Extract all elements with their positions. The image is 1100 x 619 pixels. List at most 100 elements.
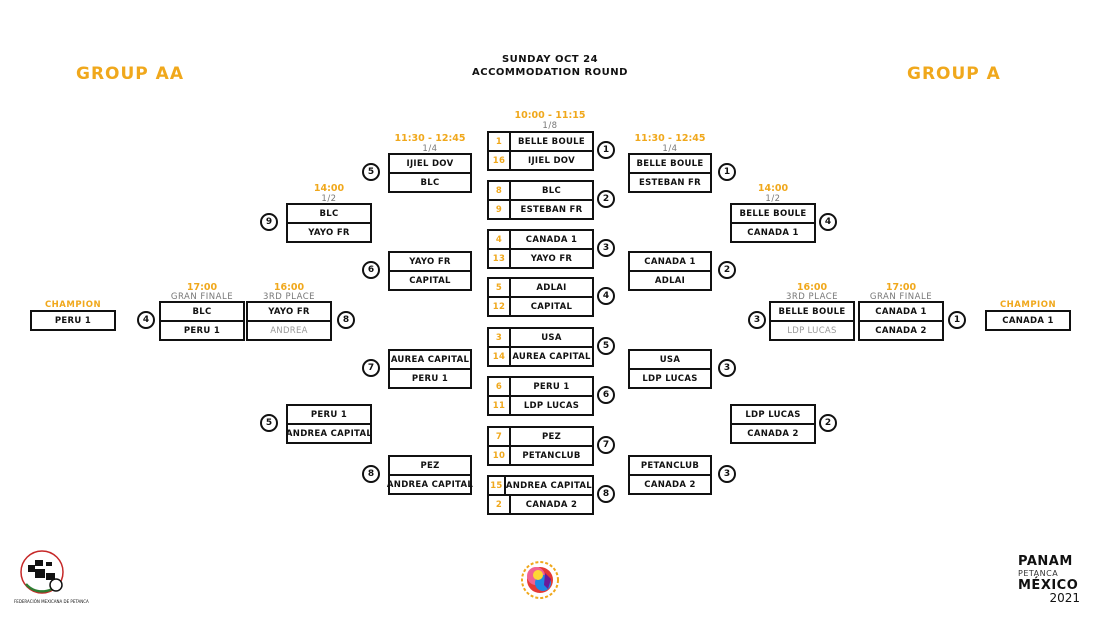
left-qf-time: 11:30 - 12:45	[394, 133, 466, 144]
left-sf-time: 14:00	[313, 183, 345, 194]
match-number: 4	[819, 213, 837, 231]
team-name: CANADA 1	[875, 306, 927, 317]
header-day: SUNDAY OCT 24	[501, 54, 599, 65]
team-name: ADLAI	[630, 270, 710, 289]
team-name: BELLE BOULE	[778, 306, 846, 317]
left-qf-match-3[interactable]: AUREA CAPITAL PERU 1	[388, 349, 472, 389]
right-third-time: 16:00	[796, 282, 828, 293]
team-name: ESTEBAN FR	[630, 172, 710, 191]
team-name: CANADA 1	[525, 234, 578, 245]
team-name: USA	[659, 354, 681, 365]
match-number: 6	[597, 386, 615, 404]
match-number: 3	[748, 311, 766, 329]
match-number: 6	[362, 261, 380, 279]
team-name: YAYO FR	[288, 222, 370, 241]
match-number: 1	[948, 311, 966, 329]
federation-logo	[18, 548, 78, 604]
confederation-emblem-icon	[521, 561, 559, 599]
team-name: BELLE BOULE	[517, 136, 585, 147]
right-qf-match-4[interactable]: PETANCLUB CANADA 2	[628, 455, 712, 495]
left-third-match[interactable]: YAYO FR ANDREA	[246, 301, 332, 341]
team-name: BELLE BOULE	[739, 208, 807, 219]
team-name: YAYO FR	[268, 306, 310, 317]
right-third-match[interactable]: BELLE BOULE LDP LUCAS	[769, 301, 855, 341]
team-name: PERU 1	[390, 368, 470, 387]
left-qf-match-2[interactable]: YAYO FR CAPITAL	[388, 251, 472, 291]
match-number: 5	[597, 337, 615, 355]
match-number: 3	[597, 239, 615, 257]
team-name: AUREA CAPITAL	[512, 351, 591, 362]
match-number: 3	[718, 465, 736, 483]
team-name: CANADA 2	[732, 423, 814, 442]
seed-number: 5	[489, 279, 511, 296]
right-champion-label: CHAMPION	[999, 300, 1057, 310]
team-name: ANDREA CAPITAL	[286, 423, 372, 442]
left-qf-match-1[interactable]: IJIEL DOV BLC	[388, 153, 472, 193]
right-final-time: 17:00	[885, 282, 917, 293]
left-champion-label: CHAMPION	[44, 300, 102, 310]
team-name: BLC	[541, 185, 562, 196]
team-name: PERU 1	[54, 315, 92, 326]
team-name: BLC	[390, 172, 470, 191]
left-qf-match-4[interactable]: PEZ ANDREA CAPITAL	[387, 455, 473, 495]
event-logo-line2: PETANCA	[1018, 569, 1059, 578]
seed-number: 15	[489, 477, 506, 494]
team-name: BELLE BOULE	[636, 158, 704, 169]
left-champion-box[interactable]: PERU 1	[30, 310, 116, 331]
left-sf-match-2[interactable]: PERU 1 ANDREA CAPITAL	[286, 404, 372, 444]
team-name: PEZ	[420, 460, 440, 471]
team-name: IJIEL DOV	[406, 158, 454, 169]
team-name: USA	[541, 332, 562, 343]
right-qf-match-2[interactable]: CANADA 1 ADLAI	[628, 251, 712, 291]
match-number: 3	[718, 359, 736, 377]
confederation-logo	[515, 555, 565, 605]
team-name: CANADA 2	[860, 320, 942, 339]
team-name: YAYO FR	[409, 256, 451, 267]
left-sf-round: 1/2	[321, 194, 337, 204]
match-number: 7	[362, 359, 380, 377]
seed-number: 1	[489, 133, 511, 150]
right-qf-match-3[interactable]: USA LDP LUCAS	[628, 349, 712, 389]
right-champion-box[interactable]: CANADA 1	[985, 310, 1071, 331]
center-round: 1/8	[542, 121, 558, 131]
team-name: ANDREA CAPITAL	[387, 474, 473, 493]
group-title-left: GROUP AA	[76, 64, 184, 84]
event-logo-line1: PANAM	[1018, 554, 1073, 569]
match-number: 2	[718, 261, 736, 279]
team-name: ANDREA CAPITAL	[505, 480, 592, 491]
left-final-label: GRAN FINALE	[170, 292, 234, 302]
team-name: ESTEBAN FR	[520, 204, 583, 215]
match-number: 7	[597, 436, 615, 454]
right-final-match[interactable]: CANADA 1 CANADA 2	[858, 301, 944, 341]
left-third-time: 16:00	[273, 282, 305, 293]
right-sf-match-1[interactable]: BELLE BOULE CANADA 1	[730, 203, 816, 243]
right-qf-time: 11:30 - 12:45	[634, 133, 706, 144]
seed-number: 9	[489, 201, 511, 218]
team-name: PETANCLUB	[522, 450, 581, 461]
left-final-match[interactable]: BLC PERU 1	[159, 301, 245, 341]
right-sf-round: 1/2	[765, 194, 781, 204]
team-name: PERU 1	[161, 320, 243, 339]
right-qf-match-1[interactable]: BELLE BOULE ESTEBAN FR	[628, 153, 712, 193]
right-third-label: 3RD PLACE	[785, 292, 839, 302]
right-qf-round: 1/4	[662, 144, 678, 154]
seed-number: 6	[489, 378, 511, 395]
team-name: CANADA 1	[732, 222, 814, 241]
match-number: 8	[362, 465, 380, 483]
match-number: 4	[137, 311, 155, 329]
seed-number: 3	[489, 329, 511, 346]
left-sf-match-1[interactable]: BLC YAYO FR	[286, 203, 372, 243]
right-sf-match-2[interactable]: LDP LUCAS CANADA 2	[730, 404, 816, 444]
right-final-label: GRAN FINALE	[869, 292, 933, 302]
header-round: ACCOMMODATION ROUND	[472, 67, 628, 78]
seed-number: 11	[489, 397, 511, 414]
seed-number: 10	[489, 447, 511, 464]
